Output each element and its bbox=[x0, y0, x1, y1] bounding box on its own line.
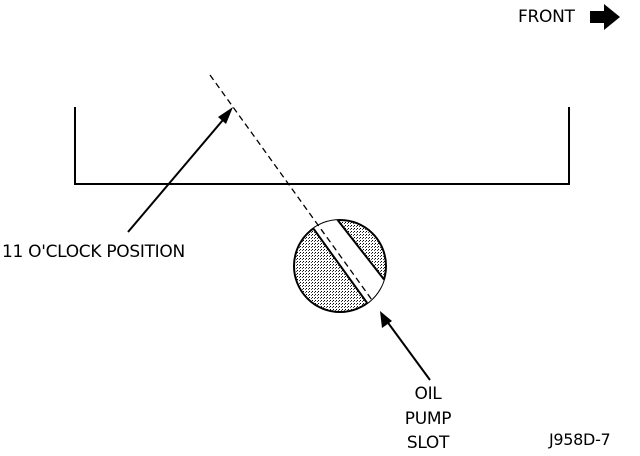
position-leader-line bbox=[127, 113, 229, 233]
position-label: 11 O'CLOCK POSITION bbox=[2, 242, 185, 262]
front-label: FRONT bbox=[518, 7, 575, 27]
oil-pan-outline bbox=[74, 107, 570, 185]
position-arrowhead bbox=[218, 107, 233, 124]
slot-label-line1: OIL bbox=[414, 384, 442, 404]
front-arrow-icon bbox=[590, 4, 620, 30]
slot-label-line2: PUMP bbox=[404, 409, 452, 429]
slot-leader-line bbox=[385, 319, 431, 381]
slot-label-line3: SLOT bbox=[406, 433, 450, 453]
slot-arrowhead bbox=[380, 311, 392, 328]
alignment-dashed-line bbox=[209, 74, 373, 301]
figure-id: J958D-7 bbox=[549, 430, 611, 449]
